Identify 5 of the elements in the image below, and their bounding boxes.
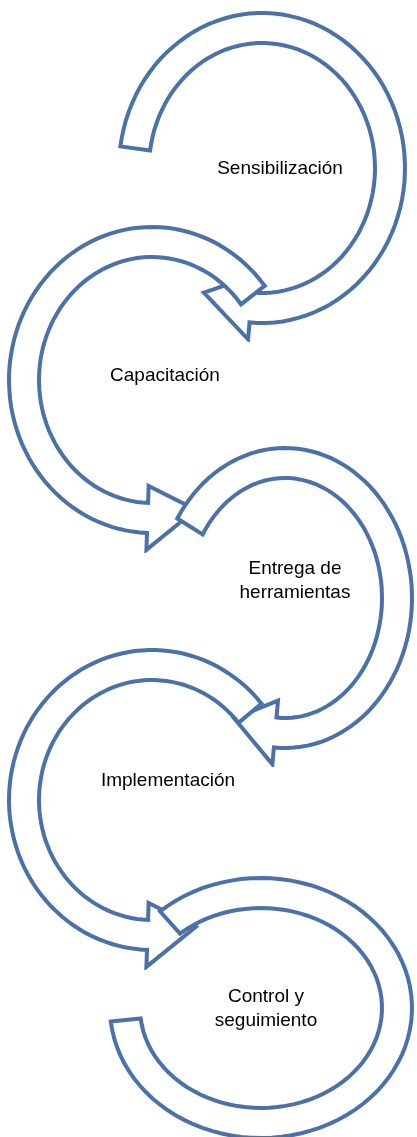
step-label: Implementación (99, 768, 237, 792)
step-label: Control y seguimiento (213, 984, 319, 1032)
step-label: Entrega de herramientas (238, 556, 352, 604)
step-label: Capacitación (109, 363, 221, 387)
step-label: Sensibilización (216, 156, 344, 180)
